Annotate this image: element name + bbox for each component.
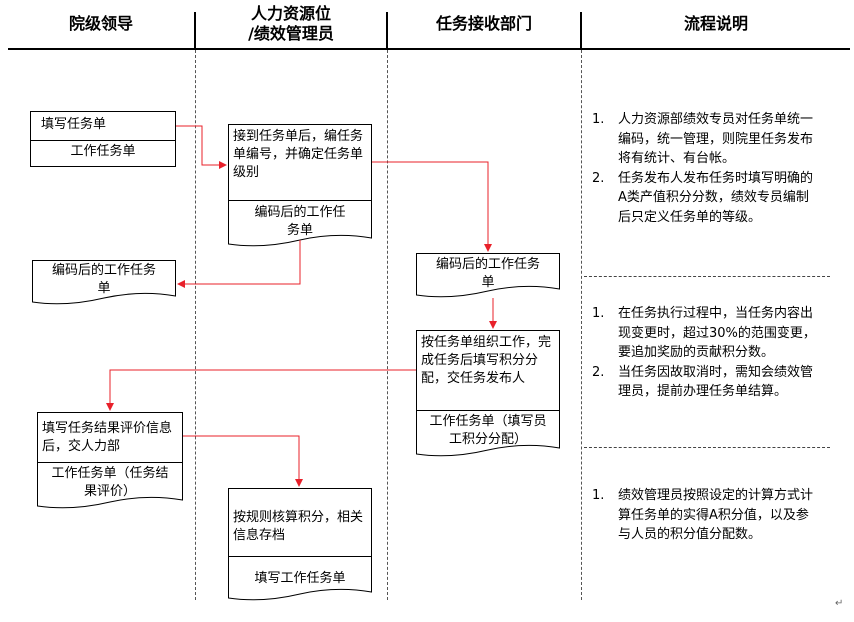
leader-evaluation-doc-outline: [37, 462, 183, 509]
notes-group-2: 1. 在任务执行过程中，当任务内容出现变更时，超过30%的范围变更，要追加奖励的…: [592, 304, 820, 402]
leader-encoded-doc-label: 编码后的工作任务单: [51, 263, 156, 296]
header-col-leader-label: 院级领导: [68, 14, 133, 33]
lane-divider-1: [195, 50, 196, 600]
work-task-form-label: 工作任务单: [70, 144, 136, 159]
fill-task-form-divider: [31, 140, 175, 141]
dept-score-doc-outline: [416, 410, 560, 457]
arrow-dept-to-leader: [106, 369, 416, 411]
hr-encode-box: 接到任务单后，编任务单编号，并确定任务单级别: [228, 124, 372, 200]
arrow-hr-to-dept: [372, 161, 492, 252]
header-divider-3: [580, 12, 582, 48]
note-1-2-num: 2.: [592, 170, 605, 186]
hr-encoded-doc-label: 编码后的工作任务单: [254, 205, 346, 238]
note-3-1-num: 1.: [592, 488, 605, 503]
header-col-leader: 院级领导: [8, 0, 194, 48]
header-divider-2: [386, 12, 388, 48]
hr-calculate-text: 按规则核算积分，相关信息存档: [233, 510, 364, 543]
note-2-1: 1. 在任务执行过程中，当任务内容出现变更时，超过30%的范围变更，要追加奖励的…: [592, 304, 820, 363]
notes-group-1: 1. 人力资源部绩效专员对任务单统一编码，统一管理，则院里任务发布将有统计、有台…: [592, 110, 820, 227]
note-1-2: 2. 任务发布人发布任务时填写明确的A类产值积分分数，绩效专员编制后只定义任务单…: [592, 169, 820, 228]
notes-separator-1: [584, 276, 830, 277]
hr-calculate-doc-label: 填写工作任务单: [254, 571, 346, 586]
paragraph-mark-icon: ↵: [835, 598, 844, 609]
fill-task-form-label: 填写任务单: [41, 117, 107, 132]
arrow-hr-to-leader: [177, 240, 301, 288]
header-col-dept: 任务接收部门: [388, 0, 580, 48]
hr-calculate-doc: 填写工作任务单: [228, 556, 372, 602]
dept-work-box: 按任务单组织工作，完成任务后填写积分分配，交任务发布人: [416, 330, 560, 410]
hr-encoded-doc-outline: [228, 200, 372, 247]
note-3-1-text: 绩效管理员按照设定的计算方式计算任务单的实得A积分值，以及参与人员的积分值分配数…: [618, 488, 814, 542]
dept-score-doc-label: 工作任务单（填写员工积分分配）: [429, 414, 547, 447]
dept-score-doc: 工作任务单（填写员工积分分配）: [416, 410, 560, 458]
header-col-hr-line2: /绩效管理员: [248, 24, 334, 43]
note-2-2: 2. 当任务因故取消时，需知会绩效管理员，提前办理任务单结算。: [592, 363, 820, 402]
hr-calculate-doc-outline: [228, 556, 372, 601]
notes-group-3: 1. 绩效管理员按照设定的计算方式计算任务单的实得A积分值，以及参与人员的积分值…: [592, 486, 820, 545]
note-3-1: 1. 绩效管理员按照设定的计算方式计算任务单的实得A积分值，以及参与人员的积分值…: [592, 486, 820, 545]
leader-encoded-doc-outline: [32, 260, 176, 305]
note-2-1-text: 在任务执行过程中，当任务内容出现变更时，超过30%的范围变更，要追加奖励的贡献积…: [618, 306, 816, 360]
header-divider-1: [194, 12, 196, 48]
hr-calculate-box: 按规则核算积分，相关信息存档: [228, 488, 372, 556]
header-col-hr-line1: 人力资源位: [250, 4, 331, 23]
dept-encoded-doc-label: 编码后的工作任务单: [435, 257, 540, 290]
header-col-dept-label: 任务接收部门: [435, 14, 532, 33]
hr-encode-text: 接到任务单后，编任务单编号，并确定任务单级别: [233, 129, 364, 180]
header-col-notes: 流程说明: [582, 0, 850, 48]
hr-encoded-doc: 编码后的工作任务单: [228, 200, 372, 248]
note-1-1-num: 1.: [592, 112, 605, 127]
notes-separator-2: [584, 447, 830, 448]
note-1-1-text: 人力资源部绩效专员对任务单统一编码，统一管理，则院里任务发布将有统计、有台帐。: [618, 112, 814, 166]
header-underline: [8, 48, 850, 50]
note-1-2-text: 任务发布人发布任务时填写明确的A类产值积分分数，绩效专员编制后只定义任务单的等级…: [618, 170, 814, 225]
leader-evaluation-doc-label: 工作任务单（任务结果评价）: [51, 466, 169, 499]
arrow-leader-to-hr: [176, 125, 227, 169]
note-2-2-text: 当任务因故取消时，需知会绩效管理员，提前办理任务单结算。: [618, 364, 814, 400]
leader-evaluation-box: 填写任务结果评价信息后，交人力部: [37, 412, 183, 462]
dept-encoded-doc: 编码后的工作任务单: [416, 253, 560, 299]
header-col-notes-label: 流程说明: [683, 14, 748, 33]
note-2-2-num: 2.: [592, 364, 605, 380]
arrow-leader-to-hr-calc: [183, 435, 303, 487]
dept-encoded-doc-outline: [416, 253, 560, 298]
lane-divider-2: [387, 50, 388, 600]
leader-encoded-doc: 编码后的工作任务单: [32, 260, 176, 306]
fill-task-form-box: 填写任务单 工作任务单: [30, 111, 176, 167]
header-col-hr: 人力资源位 /绩效管理员: [196, 0, 386, 48]
leader-evaluation-text: 填写任务结果评价信息后，交人力部: [42, 421, 173, 454]
dept-work-text: 按任务单组织工作，完成任务后填写积分分配，交任务发布人: [421, 335, 552, 386]
leader-evaluation-doc: 工作任务单（任务结果评价）: [37, 462, 183, 510]
note-2-1-num: 1.: [592, 306, 605, 321]
lane-divider-3: [581, 50, 582, 600]
note-1-1: 1. 人力资源部绩效专员对任务单统一编码，统一管理，则院里任务发布将有统计、有台…: [592, 110, 820, 169]
